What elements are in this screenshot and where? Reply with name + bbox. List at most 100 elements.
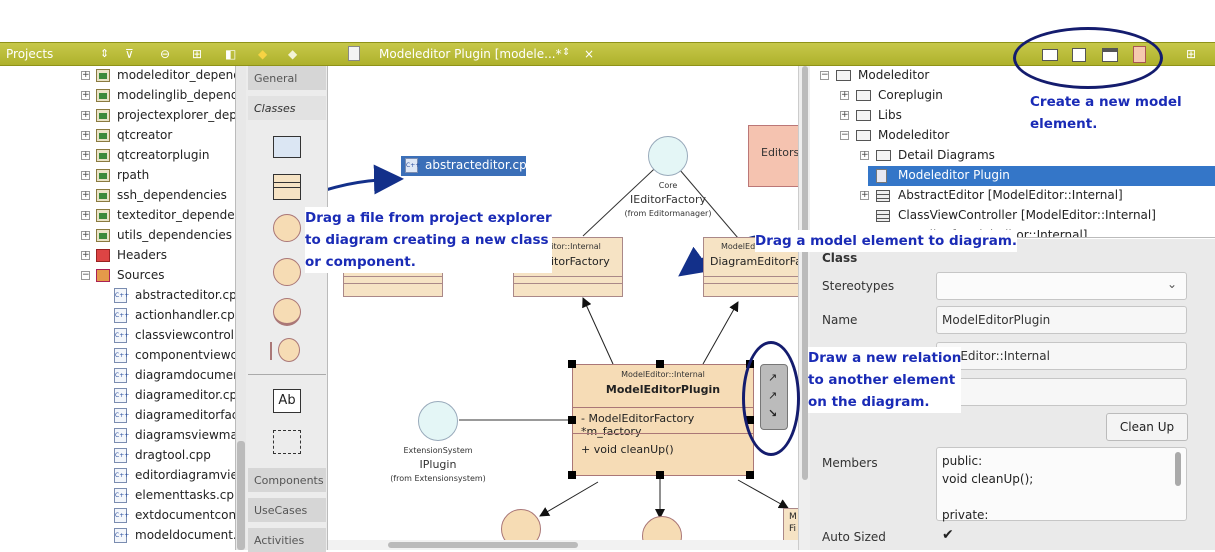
editors-package[interactable]: Editors [748, 125, 798, 187]
source-file-item[interactable]: C++dragtool.cpp [0, 446, 235, 466]
expand-icon[interactable]: + [840, 110, 849, 120]
control-tool-icon[interactable] [273, 258, 301, 286]
boundary-tool-icon[interactable] [278, 338, 300, 362]
source-file-item[interactable]: C++actionhandler.cpp [0, 306, 235, 326]
diagram-vertical-scrollbar[interactable] [798, 66, 810, 550]
diagram-canvas[interactable]: abstracteditor.cpp C++ Core IEditorFacto… [328, 66, 798, 542]
expand-icon[interactable]: + [81, 70, 90, 80]
package-tool-icon[interactable] [273, 136, 301, 158]
palette-tab-general[interactable]: General [248, 66, 326, 90]
project-tree-item[interactable]: +projectexplorer_depe [0, 106, 235, 126]
selection-handle[interactable] [656, 360, 664, 368]
source-file-item[interactable]: C++componentviewcc [0, 346, 235, 366]
vertical-scroll-thumb[interactable] [802, 66, 808, 480]
source-file-item[interactable]: C++editordiagramviev [0, 466, 235, 486]
project-tree-item[interactable]: +modelinglib_depende [0, 86, 235, 106]
bottom-right-class-stub[interactable]: M Fi [783, 508, 798, 542]
members-scroll-thumb[interactable] [1175, 452, 1181, 486]
selection-handle[interactable] [568, 360, 576, 368]
source-file-item[interactable]: C++diagrameditor.cpp [0, 386, 235, 406]
model-tree-item[interactable]: +Libs [810, 106, 1215, 126]
selection-handle[interactable] [656, 471, 664, 479]
core-interface-lollipop[interactable] [648, 136, 688, 176]
horizontal-scroll-thumb[interactable] [388, 542, 578, 548]
source-file-item[interactable]: C++classviewcontroll [0, 326, 235, 346]
project-tree-item[interactable]: +modeleditor_depend [0, 66, 235, 86]
expand-icon[interactable]: + [81, 250, 90, 260]
project-tree-item[interactable]: −Sources [0, 266, 235, 286]
text-tool-icon[interactable]: Ab [273, 389, 301, 413]
actor-tool-icon[interactable] [273, 214, 301, 242]
project-tree-item[interactable]: +qtcreator [0, 126, 235, 146]
model-tree-item[interactable]: Modeleditor Plugin [868, 166, 1215, 186]
iplugin-lollipop[interactable] [418, 401, 458, 441]
boundary-box-tool-icon[interactable] [273, 430, 301, 454]
entity-tool-icon[interactable] [273, 298, 301, 326]
project-tree-item[interactable]: +utils_dependencies [0, 226, 235, 246]
palette-tab-activities[interactable]: Activities [248, 528, 326, 552]
selection-handle[interactable] [568, 416, 576, 424]
palette-tab-components[interactable]: Components [248, 468, 326, 492]
selection-handle[interactable] [568, 471, 576, 479]
source-file-item[interactable]: C++modeldocument.c [0, 526, 235, 546]
stereotypes-combo[interactable] [936, 272, 1187, 300]
source-file-item[interactable]: C++elementtasks.cpp [0, 486, 235, 506]
bottom-left-control-element[interactable] [501, 509, 541, 542]
filter-icon[interactable]: ⊽ [125, 47, 134, 61]
link-icon[interactable]: ⊖ [160, 47, 171, 61]
palette-tab-classes[interactable]: Classes [248, 96, 326, 120]
class-tool-icon[interactable] [273, 174, 301, 200]
project-scroll-thumb[interactable] [237, 441, 245, 550]
model-editor-plugin-class[interactable]: ModelEditor::Internal ModelEditorPlugin … [572, 364, 754, 476]
namespace-field[interactable]: delEditor::Internal [936, 342, 1187, 370]
project-tree-item[interactable]: +qtcreatorplugin [0, 146, 235, 166]
name-field[interactable]: ModelEditorPlugin [936, 306, 1187, 334]
project-tree-item[interactable]: +rpath [0, 166, 235, 186]
model-tree-item[interactable]: +Detail Diagrams [810, 146, 1215, 166]
forward-arrow-icon[interactable]: ◆ [288, 47, 298, 61]
project-tree-item[interactable]: +texteditor_depender [0, 206, 235, 226]
split-icon[interactable]: ⊞ [192, 47, 203, 61]
source-file-item[interactable]: C++diagrameditorfact [0, 406, 235, 426]
expand-icon[interactable]: + [81, 210, 90, 220]
model-tree-item[interactable]: −Modeleditor [810, 66, 1215, 86]
model-tree-item[interactable]: ClassViewController [ModelEditor::Intern… [810, 206, 1215, 226]
bottom-center-control-element[interactable] [642, 516, 682, 542]
source-file-item[interactable]: C++abstracteditor.cpp [0, 286, 235, 306]
project-tree-item[interactable]: +ssh_dependencies [0, 186, 235, 206]
auto-sized-checkbox[interactable]: ✔ [942, 527, 954, 543]
expand-icon[interactable]: + [81, 190, 90, 200]
expand-icon[interactable]: + [81, 170, 90, 180]
expand-icon[interactable]: + [81, 150, 90, 160]
tab-dropdown-icon[interactable]: ⇕ [562, 47, 571, 58]
chevron-down-icon[interactable]: ⌄ [1167, 277, 1178, 291]
back-arrow-icon[interactable]: ◆ [258, 47, 268, 61]
selection-handle[interactable] [746, 471, 754, 479]
close-sidebar-icon[interactable]: ◧ [225, 47, 237, 61]
expand-icon[interactable]: + [81, 230, 90, 240]
expand-icon[interactable]: + [860, 150, 869, 160]
tab-close-icon[interactable]: × [584, 47, 595, 61]
source-file-item[interactable]: C++diagramsviewmar [0, 426, 235, 446]
project-tree-item[interactable]: +Headers [0, 246, 235, 266]
extra-field[interactable] [936, 378, 1187, 406]
project-scrollbar[interactable] [236, 66, 246, 550]
sort-arrows-icon[interactable]: ⇕ [100, 47, 110, 60]
source-file-item[interactable]: C++diagramdocument [0, 366, 235, 386]
split-editor-icon[interactable]: ⊞ [1186, 47, 1197, 61]
members-editor[interactable]: public: void cleanUp(); private: [936, 447, 1187, 522]
model-tree-item[interactable]: +Coreplugin [810, 86, 1215, 106]
collapse-icon[interactable]: − [820, 70, 829, 80]
clean-up-button[interactable]: Clean Up [1106, 413, 1188, 441]
collapse-icon[interactable]: − [81, 270, 90, 280]
expand-icon[interactable]: + [81, 130, 90, 140]
source-file-item[interactable]: C++extdocumentcont [0, 506, 235, 526]
collapse-icon[interactable]: − [840, 130, 849, 140]
expand-icon[interactable]: + [860, 190, 869, 200]
model-tree-item[interactable]: −Modeleditor [810, 126, 1215, 146]
diagram-horizontal-scrollbar[interactable] [328, 540, 798, 550]
expand-icon[interactable]: + [81, 110, 90, 120]
expand-icon[interactable]: + [81, 90, 90, 100]
document-tab-title[interactable]: Modeleditor Plugin [modele...* [379, 47, 562, 61]
model-tree-item[interactable]: +AbstractEditor [ModelEditor::Internal] [810, 186, 1215, 206]
